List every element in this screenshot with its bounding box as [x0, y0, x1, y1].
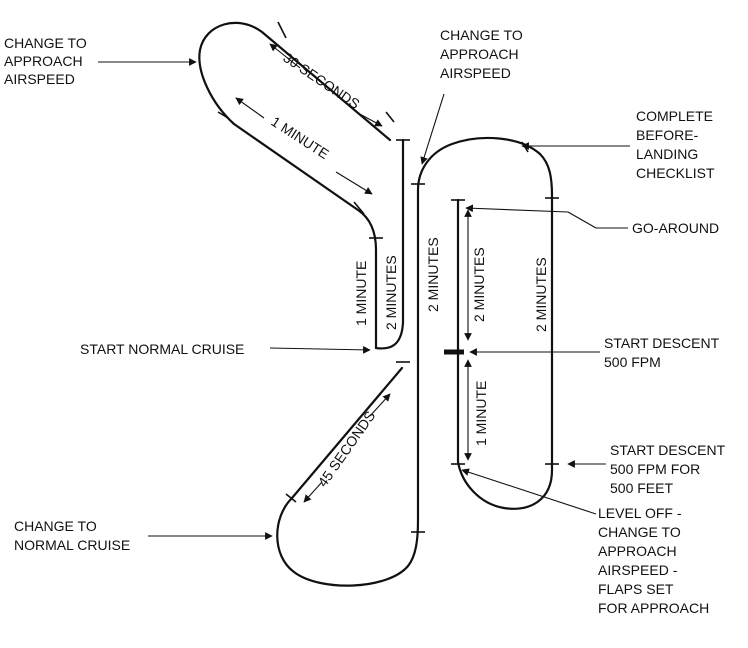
label-1-minute-inner: 1 MINUTE: [473, 381, 489, 446]
callout-go-around: GO-AROUND: [632, 220, 719, 236]
label-1-minute-left-leg: 1 MINUTE: [353, 261, 369, 326]
label-30-seconds: 30 SECONDS: [280, 49, 362, 112]
label-45-seconds: 45 SECONDS: [314, 408, 378, 490]
callout-change-to-normal-cruise: CHANGE TO NORMAL CRUISE: [14, 518, 130, 553]
callout-start-descent-500fpm-500ft: START DESCENT 500 FPM FOR 500 FEET: [610, 442, 729, 496]
duration-dimension-arrows: [235, 43, 472, 503]
callout-change-to-approach-left: CHANGE TO APPROACH AIRSPEED: [4, 35, 91, 87]
lower-left-pattern-path: [276, 136, 554, 587]
callout-start-descent-500fpm: START DESCENT 500 FPM: [604, 335, 723, 370]
callout-leaders: [98, 58, 630, 540]
callout-start-normal-cruise: START NORMAL CRUISE: [80, 341, 244, 357]
label-2-minutes-right: 2 MINUTES: [533, 257, 549, 332]
callout-level-off: LEVEL OFF - CHANGE TO APPROACH AIRSPEED …: [598, 505, 709, 616]
upper-left-pattern-path: [198, 21, 405, 350]
callout-complete-before-landing: COMPLETE BEFORE- LANDING CHECKLIST: [636, 108, 717, 181]
callout-change-to-approach-top: CHANGE TO APPROACH AIRSPEED: [440, 27, 527, 81]
label-2-minutes-inner: 2 MINUTES: [471, 247, 487, 322]
label-2-minutes-center: 2 MINUTES: [425, 237, 441, 312]
label-2-minutes-left-leg: 2 MINUTES: [383, 255, 399, 330]
